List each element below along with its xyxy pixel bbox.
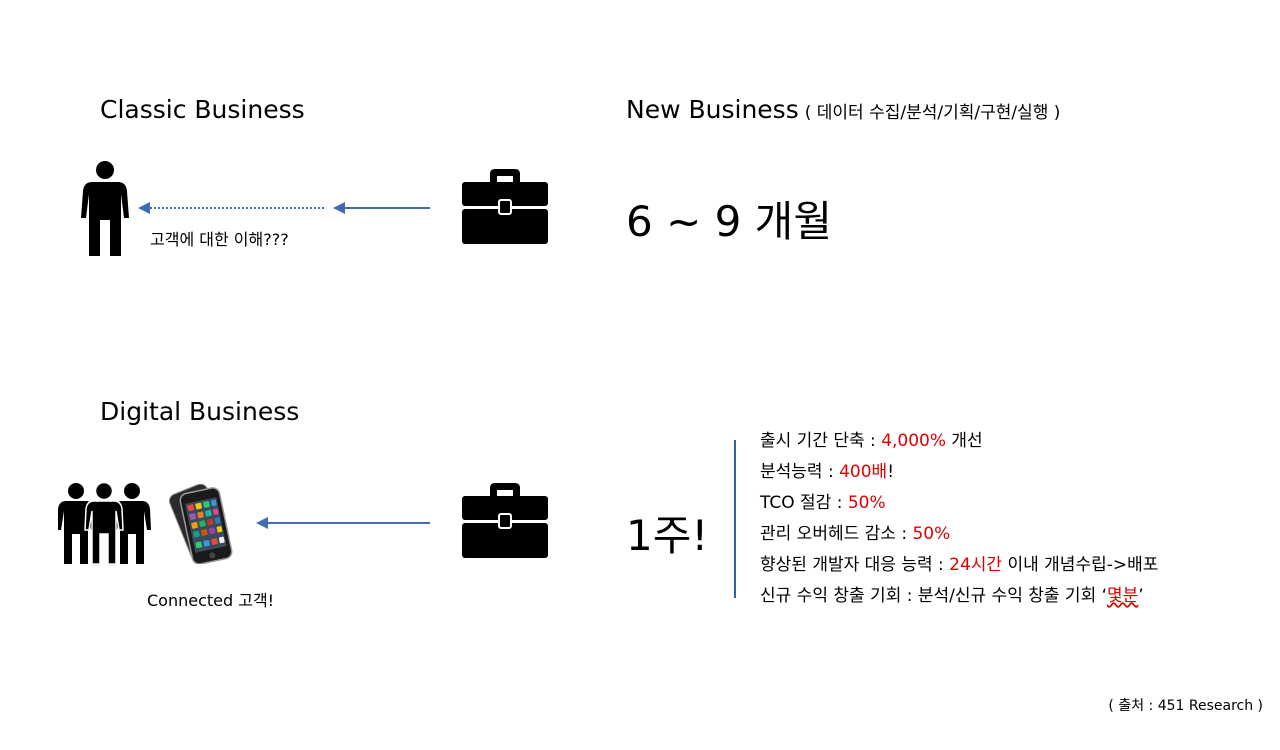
smartphones-icon (168, 484, 233, 564)
briefcase-icon (462, 483, 548, 558)
benefit-value: 4,000% (881, 431, 947, 451)
benefit-label: 출시 기간 단축 : (760, 431, 882, 451)
benefit-item: 신규 수익 창출 기회 : 분석/신규 수익 창출 기회 ‘몇분’ (760, 581, 1158, 612)
benefit-suffix: ’ (1138, 586, 1144, 606)
briefcase-icon (462, 169, 548, 244)
source-note: ( 출처 : 451 Research ) (1108, 698, 1263, 714)
digital-arrow (256, 517, 430, 529)
benefit-label: 신규 수익 창출 기회 : 분석/신규 수익 창출 기회 ‘ (760, 586, 1108, 606)
classic-business-title: Classic Business (100, 95, 305, 124)
benefit-suffix: ! (887, 462, 895, 482)
classic-arrows (138, 202, 430, 214)
benefit-label: 분석능력 : (760, 462, 840, 482)
digital-business-title: Digital Business (100, 397, 300, 426)
divider-line (734, 440, 736, 598)
new-business-subtitle: ( 데이터 수집/분석/기획/구현/실행 ) (804, 103, 1061, 123)
benefits-list: 출시 기간 단축 : 4,000% 개선 분석능력 : 400배! TCO 절감… (760, 426, 1158, 612)
benefit-label: 관리 오버헤드 감소 : (760, 524, 913, 544)
benefit-value: 24시간 (949, 555, 1003, 575)
benefit-item: TCO 절감 : 50% (760, 488, 1158, 519)
benefit-value: 50% (847, 493, 886, 513)
benefit-item: 관리 오버헤드 감소 : 50% (760, 519, 1158, 550)
benefit-item: 출시 기간 단축 : 4,000% 개선 (760, 426, 1158, 457)
benefit-value: 몇분 (1107, 586, 1139, 606)
benefit-label: TCO 절감 : (760, 493, 848, 513)
new-business-duration: 6 ~ 9 개월 (626, 197, 832, 246)
benefit-item: 분석능력 : 400배! (760, 457, 1158, 488)
benefit-suffix: 이내 개념수립->배포 (1002, 555, 1159, 575)
new-business-title: New Business (626, 95, 799, 124)
dotted-arrow-head (138, 202, 150, 214)
person-icon (81, 161, 129, 256)
benefit-value: 50% (912, 524, 951, 544)
benefit-value: 400배 (839, 462, 888, 482)
new-business-header: New Business ( 데이터 수집/분석/기획/구현/실행 ) (626, 95, 1060, 124)
digital-caption: Connected 고객! (147, 591, 275, 610)
benefit-suffix: 개선 (946, 431, 983, 451)
digital-arrow-head (256, 517, 268, 529)
classic-caption: 고객에 대한 이해??? (150, 230, 289, 249)
solid-arrow-head (333, 202, 345, 214)
benefit-label: 향상된 개발자 대응 능력 : (760, 555, 950, 575)
digital-duration: 1주! (626, 511, 709, 560)
benefit-item: 향상된 개발자 대응 능력 : 24시간 이내 개념수립->배포 (760, 550, 1158, 581)
people-group-icon (58, 482, 151, 565)
